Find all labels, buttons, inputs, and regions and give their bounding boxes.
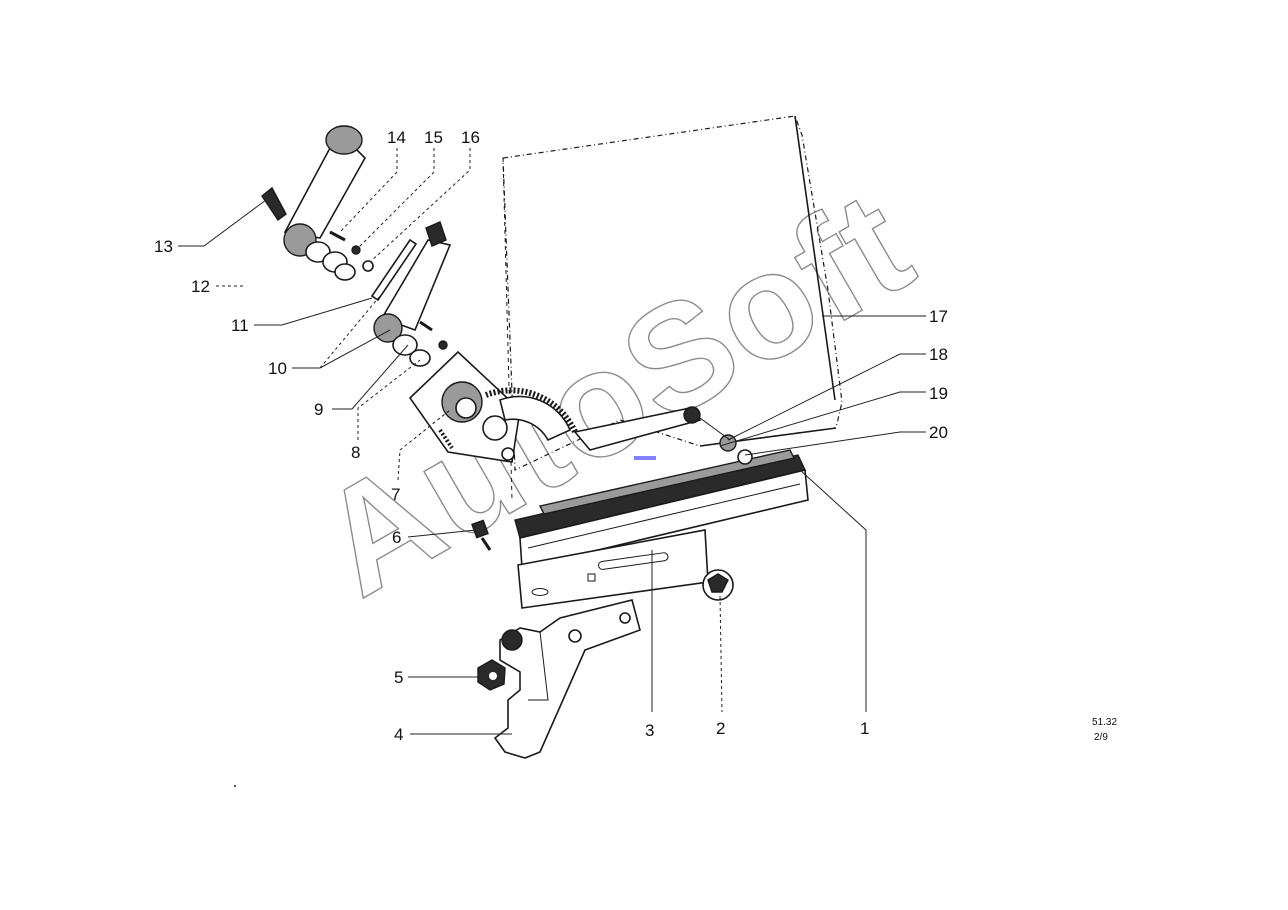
- callout-2: 2: [716, 719, 725, 738]
- stray-dot: [234, 785, 236, 787]
- crank-handle-upper: [261, 125, 374, 281]
- regulator-gear-mechanism: [408, 350, 578, 463]
- lower-guide-rail: [514, 449, 809, 569]
- callout-18: 18: [929, 345, 948, 364]
- callout-10: 10: [268, 359, 287, 378]
- callout-6: 6: [392, 528, 401, 547]
- callout-20: 20: [929, 423, 948, 442]
- reference-group-code: 51.32: [1092, 717, 1117, 728]
- nut: [477, 659, 506, 691]
- callout-5: 5: [394, 668, 403, 687]
- reference-page: 2/9: [1094, 732, 1108, 743]
- callout-1: 1: [860, 719, 869, 738]
- callout-19: 19: [929, 384, 948, 403]
- crank-handle-lower: [373, 221, 452, 367]
- grommet: [702, 569, 734, 601]
- callout-8: 8: [351, 443, 360, 462]
- callout-15: 15: [424, 128, 443, 147]
- callout-9: 9: [314, 400, 323, 419]
- bolt: [471, 519, 492, 551]
- callout-17: 17: [929, 307, 948, 326]
- callout-12: 12: [191, 277, 210, 296]
- callout-11: 11: [231, 316, 249, 335]
- leader-lines: [178, 148, 926, 735]
- callout-13: 13: [154, 237, 173, 256]
- reference-code: 51.32 2/9: [1092, 717, 1117, 743]
- mounting-bracket: [493, 599, 641, 759]
- highlight-marker: [634, 456, 656, 460]
- callout-14: 14: [387, 128, 406, 147]
- spacer-strip: [370, 238, 418, 302]
- callout-7: 7: [391, 485, 400, 504]
- callout-labels: 1 2 3 4 5 6 7 8 9 10 11 12 13 14 15 16 1…: [154, 128, 948, 744]
- callout-16: 16: [461, 128, 480, 147]
- callout-3: 3: [645, 721, 654, 740]
- lift-arm: [573, 406, 753, 465]
- callout-4: 4: [394, 725, 403, 744]
